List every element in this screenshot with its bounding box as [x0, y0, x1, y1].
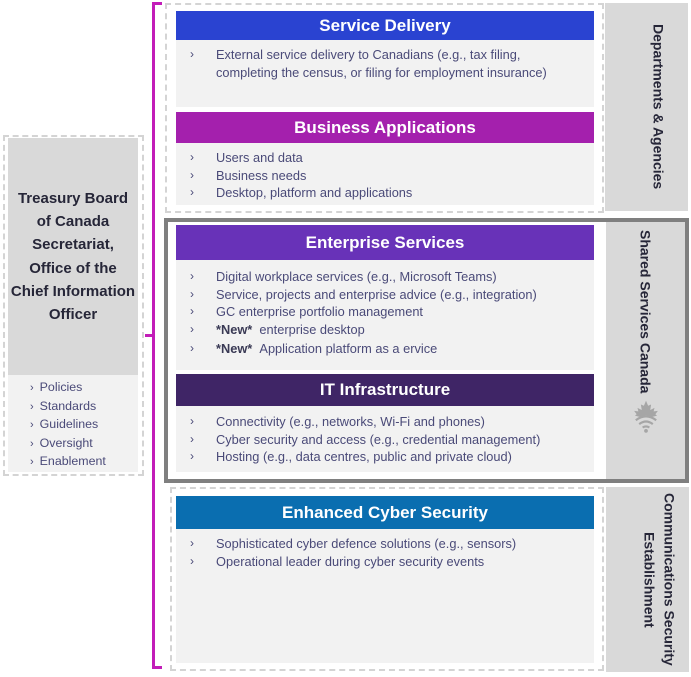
it-infrastructure-header: IT Infrastructure — [176, 374, 594, 406]
list-item: ›Desktop, platform and applications — [190, 185, 413, 200]
chevron-right-icon: › — [30, 382, 34, 394]
chevron-right-icon: › — [30, 456, 34, 469]
list-item: ›Connectivity (e.g., networks, Wi-Fi and… — [190, 414, 485, 429]
departments-label-box: Departments & Agencies — [605, 3, 688, 211]
list-item: ›Digital workplace services (e.g., Micro… — [190, 269, 497, 284]
list-item: ›Service, projects and enterprise advice… — [190, 286, 537, 302]
enterprise-services-body: ›Digital workplace services (e.g., Micro… — [176, 260, 594, 370]
list-item: ›Oversight — [30, 435, 93, 450]
chevron-right-icon: › — [190, 536, 194, 550]
enhanced-cyber-security-body: ›Sophisticated cyber defence solutions (… — [176, 529, 594, 663]
list-item: ›GC enterprise portfolio management — [190, 304, 423, 319]
ssc-label-box: Shared Services Canada — [606, 222, 685, 479]
new-tag: *New* — [216, 321, 253, 337]
list-item: ›Sophisticated cyber defence solutions (… — [190, 536, 517, 551]
departments-group-border — [165, 3, 604, 213]
tbs-title: Treasury Board of Canada Secretariat, Of… — [10, 189, 136, 323]
chevron-right-icon: › — [30, 400, 34, 413]
list-item: ›Users and data — [190, 150, 303, 165]
chevron-right-icon: › — [30, 437, 34, 450]
departments-label: Departments & Agencies — [650, 24, 667, 190]
service-delivery-body: ›External service delivery to Canadians … — [176, 40, 594, 107]
cse-group-border — [170, 487, 604, 671]
chevron-right-icon: › — [190, 341, 194, 355]
enterprise-services-header: Enterprise Services — [176, 225, 594, 260]
chevron-right-icon: › — [190, 414, 194, 428]
chevron-right-icon: › — [30, 419, 34, 432]
chevron-right-icon: › — [190, 269, 194, 283]
chevron-right-icon: › — [190, 431, 194, 446]
chevron-right-icon: › — [190, 553, 194, 568]
list-item: ›Enablement — [30, 454, 106, 469]
chevron-right-icon: › — [190, 150, 194, 164]
list-item: ›Cyber security and access (e.g., creden… — [190, 431, 541, 447]
list-item: ›*New* Application platform as a ervice — [190, 341, 438, 356]
list-item: ›Standards — [30, 398, 97, 413]
cse-label-box: Communications Security Establishment — [606, 487, 689, 672]
list-item: ›Operational leader during cyber securit… — [190, 553, 485, 569]
business-applications-body: ›Users and data ›Business needs ›Desktop… — [176, 143, 594, 205]
tbs-group-border — [3, 135, 144, 476]
list-item: ›External service delivery to Canadians … — [190, 47, 521, 62]
chevron-right-icon: › — [190, 286, 194, 301]
ssc-group-border — [164, 218, 689, 483]
business-applications-header: Business Applications — [176, 112, 594, 143]
chevron-right-icon: › — [190, 185, 194, 199]
bracket-top-cap — [152, 2, 162, 5]
it-infrastructure-body: ›Connectivity (e.g., networks, Wi-Fi and… — [176, 406, 594, 472]
list-item: ›*New* enterprise desktop — [190, 321, 365, 337]
bracket-bottom-cap — [152, 666, 162, 669]
service-delivery-header: Service Delivery — [176, 11, 594, 40]
chevron-right-icon: › — [190, 167, 194, 182]
chevron-right-icon: › — [190, 321, 194, 336]
ssc-label: Shared Services Canada — [637, 230, 654, 394]
cse-label: Communications Security Establishment — [641, 493, 678, 666]
list-item: ›Policies — [30, 380, 83, 394]
list-item: ›Business needs — [190, 167, 307, 183]
enhanced-cyber-security-header: Enhanced Cyber Security — [176, 496, 594, 529]
new-tag: *New* — [216, 341, 253, 356]
bracket-tick — [145, 334, 154, 337]
chevron-right-icon: › — [190, 304, 194, 318]
list-item-continuation: completing the census, or filing for emp… — [216, 64, 547, 80]
list-item: ›Hosting (e.g., data centres, public and… — [190, 449, 512, 464]
list-item: ›Guidelines — [30, 417, 99, 432]
chevron-right-icon: › — [190, 449, 194, 463]
chevron-right-icon: › — [190, 47, 194, 61]
tbs-responsibilities-list: ›Policies ›Standards ›Guidelines ›Oversi… — [8, 375, 138, 472]
maple-leaf-wifi-icon — [633, 401, 658, 434]
tbs-title-box: Treasury Board of Canada Secretariat, Of… — [8, 138, 138, 375]
